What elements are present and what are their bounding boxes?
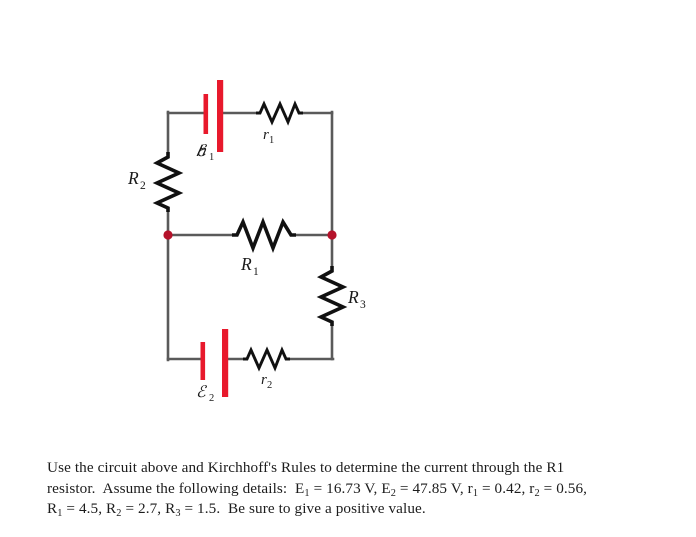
label-emf1-glyph: ℰ [196,141,208,160]
label-R2: R 2 [127,168,146,192]
label-r2-small-subscript: 2 [267,380,272,391]
problem-line-2-a: resistor. Assume the following details: … [47,479,305,497]
node-dot-right [327,230,337,240]
problem-line-3: R1 = 4.5, R2 = 2.7, R3 = 1.5. Be sure to… [47,499,677,520]
problem-statement: Use the circuit above and Kirchhoff's Ru… [47,458,677,520]
label-R1-text: R [240,254,252,274]
resistor-R3-symbol [316,266,348,326]
problem-line-3-sub-2: 2 [116,507,122,519]
circuit-wires [166,110,335,362]
label-R2-text: R [127,168,139,188]
emf2-negative-plate [200,342,206,380]
label-emf2-glyph: ℰ [196,382,208,401]
problem-line-3-d: = 1.5. Be sure to give a positive value. [180,500,426,517]
label-r1-small-subscript: 1 [269,135,274,146]
resistor-r1-small-symbol [256,100,303,126]
label-r1-small: r 1 [263,127,274,146]
label-R1: R 1 [240,254,259,278]
problem-line-2-e: = 0.56, [539,479,588,497]
circuit-diagram: ℎ ℰ 1 r 1 R 2 R 1 [127,80,366,404]
node-dot-left [163,230,173,240]
battery-emf1-symbol [203,80,224,152]
emf1-negative-plate [203,94,209,134]
label-r2-small: r 2 [261,372,272,391]
problem-line-3-b: = 4.5, R [62,500,117,517]
problem-line-2-c: = 47.85 V, r [395,479,473,497]
problem-line-2: resistor. Assume the following details: … [47,479,677,500]
problem-line-2-sub-1: 1 [304,487,310,499]
problem-line-3-sub-1: 1 [57,507,63,519]
label-r1-small-text: r [263,127,269,143]
problem-line-2-sub-3: 1 [472,487,479,499]
label-emf2-subscript: 2 [209,393,214,404]
problem-line-2-b: = 16.73 V, E [309,479,391,497]
problem-line-2-sub-4: 2 [534,487,540,499]
problem-line-2-d: = 0.42, r [478,479,535,497]
problem-line-3-a: R [47,500,58,517]
problem-line-2-sub-2: 2 [390,487,396,499]
resistor-r2-small-symbol [243,346,290,372]
label-R2-subscript: 2 [140,180,146,192]
label-emf1-text: ℎ [196,144,207,160]
label-R1-subscript: 1 [253,266,259,278]
label-R3-text: R [347,287,359,307]
label-emf1: ℎ ℰ 1 [196,141,214,163]
resistor-R2-symbol [152,152,184,212]
emf2-positive-plate [222,329,229,397]
emf1-positive-plate [217,80,224,152]
battery-emf2-symbol [200,329,229,397]
label-R3: R 3 [347,287,366,311]
resistor-R1-symbol [232,216,296,254]
problem-line-3-sub-3: 3 [175,507,181,519]
junction-nodes [163,230,337,240]
label-emf1-subscript: 1 [209,152,214,163]
problem-line-1: Use the circuit above and Kirchhoff's Ru… [47,459,565,476]
label-r2-small-text: r [261,372,267,388]
label-emf2: ℰ 2 [196,382,214,404]
problem-line-3-c: = 2.7, R [121,500,176,517]
label-R3-subscript: 3 [360,299,366,311]
